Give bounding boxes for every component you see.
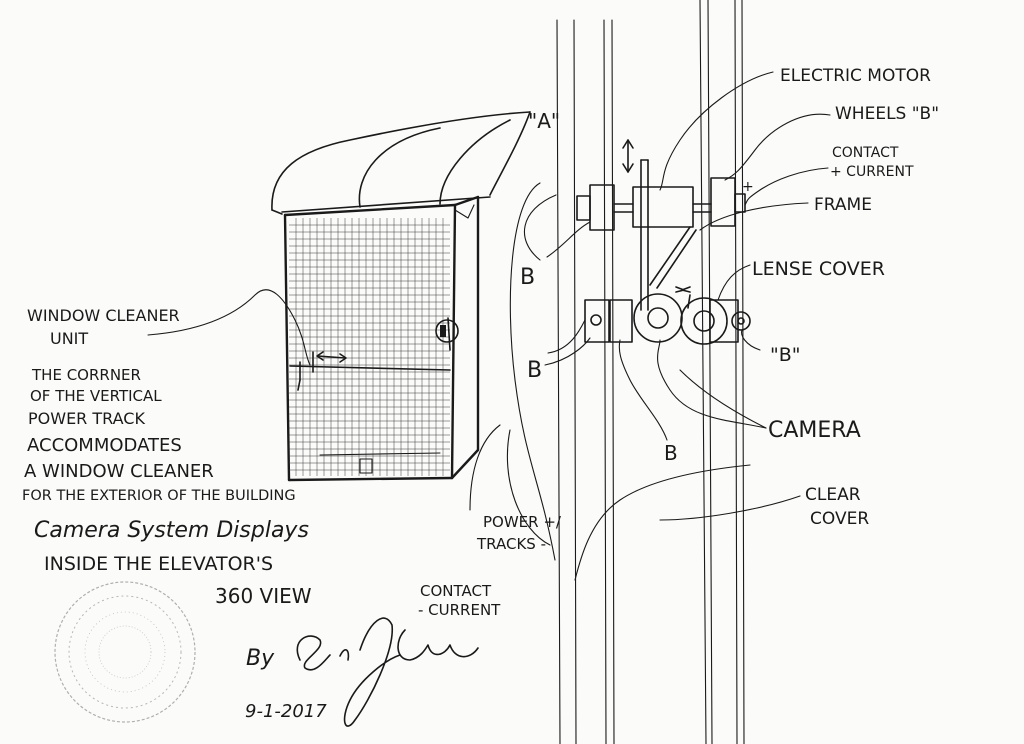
note-line-6: FOR THE EXTERIOR OF THE BUILDING xyxy=(22,488,296,504)
vertical-power-tracks xyxy=(556,0,745,744)
wheel-top-right xyxy=(710,177,736,227)
canopy xyxy=(271,111,531,215)
caption: Camera System Displays INSIDE THE ELEVAT… xyxy=(34,518,312,608)
plus-sign: + xyxy=(742,179,754,195)
contact-minus-label-1: CONTACT xyxy=(420,582,492,600)
note-line-5: A WINDOW CLEANER xyxy=(24,461,214,482)
frame-label: FRAME xyxy=(814,195,872,215)
label-texts: ELECTRIC MOTOR WHEELS "B" CONTACT + CURR… xyxy=(27,66,939,619)
corner-note: THE CORRNER OF THE VERTICAL POWER TRACK … xyxy=(22,366,296,504)
contact-plus-terminal xyxy=(734,193,746,213)
signature-date: 9-1-2017 xyxy=(245,701,327,722)
b-right-label: "B" xyxy=(770,344,801,366)
window-mesh xyxy=(289,218,450,476)
note-line-4: ACCOMMODATES xyxy=(27,435,182,456)
lense-cover-label: LENSE COVER xyxy=(752,258,885,280)
b-left-mid-label: B xyxy=(527,358,542,383)
signature-by: By xyxy=(246,646,275,671)
camera-lens xyxy=(633,293,683,343)
window-cleaner-label-2: UNIT xyxy=(50,329,88,348)
contact-plus-label-1: CONTACT xyxy=(832,145,899,161)
lense-cover xyxy=(680,297,728,345)
camera-label: CAMERA xyxy=(768,418,861,443)
caption-line-2: INSIDE THE ELEVATOR'S xyxy=(44,553,273,575)
power-tracks-label-2: TRACKS - xyxy=(476,535,546,553)
signature-scrawl xyxy=(296,617,479,727)
leader-lines-left xyxy=(147,289,551,546)
electric-motor-label: ELECTRIC MOTOR xyxy=(780,66,931,86)
note-line-3: POWER TRACK xyxy=(28,409,145,428)
signature-block: By 9-1-2017 xyxy=(245,646,327,722)
leader-lines-right xyxy=(509,71,831,581)
contact-minus-label-2: - CURRENT xyxy=(418,601,501,619)
contact-plus-label-2: + CURRENT xyxy=(830,164,914,180)
stamp-seal xyxy=(54,581,196,723)
clear-cover-label-2: COVER xyxy=(810,509,869,529)
wheels-b-label: WHEELS "B" xyxy=(835,104,939,124)
b-left-top-label: B xyxy=(520,265,535,290)
window-cleaner-unit xyxy=(271,111,531,482)
power-tracks-label-1: POWER +/ xyxy=(483,513,562,531)
camera-carriage xyxy=(576,139,751,345)
wheel-top-left xyxy=(589,184,615,231)
note-line-2: OF THE VERTICAL xyxy=(30,387,162,405)
b-bottom-label: B xyxy=(664,441,678,465)
window-cleaner-label-1: WINDOW CLEANER xyxy=(27,306,180,325)
clear-cover-label-1: CLEAR xyxy=(805,485,861,505)
a-label: "A" xyxy=(528,109,560,133)
note-line-1: THE CORRNER xyxy=(31,366,141,384)
caption-line-1: Camera System Displays xyxy=(34,518,309,543)
caption-line-3: 360 VIEW xyxy=(215,584,312,608)
electric-motor xyxy=(632,186,694,228)
